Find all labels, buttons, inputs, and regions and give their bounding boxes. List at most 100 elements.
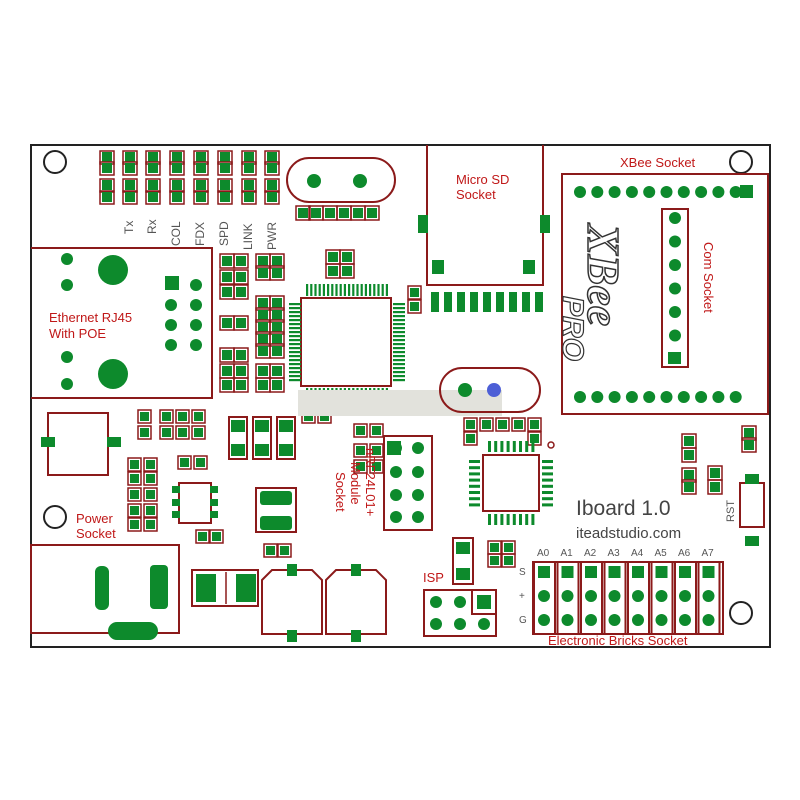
xbee-pin xyxy=(712,186,725,198)
led-pad-outline xyxy=(169,190,185,205)
chip-pin xyxy=(500,441,504,452)
sd-pin xyxy=(535,292,543,312)
inductor xyxy=(255,487,297,533)
chip-pin xyxy=(306,284,309,296)
smd-pad-outline xyxy=(479,417,494,432)
smd-pad-outline xyxy=(159,409,174,424)
led-pad xyxy=(148,163,158,173)
smd-pad-outline xyxy=(407,299,422,314)
pin-label-plus: + xyxy=(519,591,525,602)
smd-pad xyxy=(272,298,282,308)
chip-pin xyxy=(356,284,359,296)
rj45-pin xyxy=(190,319,202,331)
smd-pad-outline xyxy=(353,423,368,438)
nrf-pin xyxy=(412,511,424,523)
led-pad-outline xyxy=(145,161,161,176)
chip-pin xyxy=(289,363,301,366)
smd-pad-outline xyxy=(339,263,355,279)
smd-pad-outline xyxy=(143,471,158,486)
smd-pad-outline xyxy=(463,417,478,432)
smd-pad xyxy=(130,460,139,469)
xbee-pin xyxy=(677,186,690,198)
smd-pad xyxy=(410,288,419,297)
bricks-label: Electronic Bricks Socket xyxy=(548,633,688,648)
power-socket-label-2: Socket xyxy=(76,526,116,541)
xbee-pro-logo: PRO xyxy=(556,296,589,361)
smd-pad xyxy=(198,532,207,541)
sd-pin xyxy=(457,292,465,312)
brick-pin xyxy=(702,590,715,602)
smd-pad xyxy=(222,287,232,297)
crystal-middle xyxy=(439,367,541,413)
smd-pad xyxy=(236,287,246,297)
smd-pad xyxy=(498,420,507,429)
smd-pad xyxy=(684,470,694,480)
xbee-pin xyxy=(574,391,586,403)
smd-pad xyxy=(710,468,720,478)
isp-pin xyxy=(454,618,466,630)
mounting-hole xyxy=(729,150,753,174)
nrf-label-2: Module xyxy=(348,462,363,505)
chip-pin xyxy=(381,284,384,296)
smd-pad-outline xyxy=(527,417,542,432)
led-pad-outline xyxy=(122,190,138,205)
brick-pin-frame xyxy=(697,561,721,635)
rj45-pin xyxy=(165,339,177,351)
chip-pin xyxy=(393,303,405,306)
nrf-label: nRF24L01+ xyxy=(363,448,378,516)
mounting-hole xyxy=(729,601,753,625)
led-label-tx: Tx xyxy=(122,221,136,234)
chip-pin xyxy=(393,315,405,318)
smd-pad xyxy=(514,420,523,429)
led-pad xyxy=(196,163,206,173)
brick-pin xyxy=(608,590,621,602)
smd-pad xyxy=(212,532,221,541)
push-buttons xyxy=(261,564,387,642)
led-pad-outline xyxy=(145,190,161,205)
smd-pad xyxy=(130,490,139,499)
smd-pad xyxy=(146,474,155,483)
isp-label: ISP xyxy=(423,570,444,585)
chip-pin xyxy=(469,472,480,476)
led-pad xyxy=(267,152,277,162)
smd-pad-outline xyxy=(263,543,278,558)
smd-pad-outline xyxy=(369,423,384,438)
chip-pin xyxy=(393,339,405,342)
xbee-pin xyxy=(625,186,638,198)
sd-pin xyxy=(509,292,517,312)
com-pin xyxy=(668,352,681,364)
smd-pad xyxy=(222,272,232,282)
xbee-socket: XBee Socket Com Socket XBee PRO xyxy=(555,155,769,415)
xbee-pin xyxy=(660,391,673,403)
chip-pin xyxy=(393,355,405,358)
isp-pin xyxy=(430,596,442,608)
led-pad xyxy=(125,192,135,202)
brick-pin-frame xyxy=(580,561,603,635)
rj45-pin xyxy=(165,319,177,331)
chip-pin xyxy=(393,347,405,350)
smd-pad-outline xyxy=(233,269,249,285)
led-pad xyxy=(148,180,158,190)
chip-pin xyxy=(393,307,405,310)
sd-pin xyxy=(470,292,478,312)
led-label-col: COL xyxy=(169,221,183,246)
chip-pin xyxy=(289,379,301,382)
brick-pin xyxy=(561,566,574,578)
smd-pad xyxy=(304,412,313,421)
brick-pin xyxy=(561,614,574,626)
chip-pin xyxy=(289,307,301,310)
smd-pad xyxy=(258,366,268,376)
power-socket-label: Power xyxy=(76,511,114,526)
com-socket-label: Com Socket xyxy=(701,242,716,313)
chip-pin xyxy=(393,311,405,314)
website: iteadstudio.com xyxy=(576,525,681,542)
chip-pin xyxy=(531,514,535,525)
chip-pin xyxy=(469,460,480,463)
isp-header: ISP xyxy=(423,537,497,637)
smd-pad xyxy=(222,350,232,360)
chip-pin xyxy=(542,503,553,507)
brick-pin-frame xyxy=(603,561,627,635)
smd-pad-outline xyxy=(175,425,190,440)
rj45-pin xyxy=(165,299,177,311)
smd-pad xyxy=(325,208,335,218)
